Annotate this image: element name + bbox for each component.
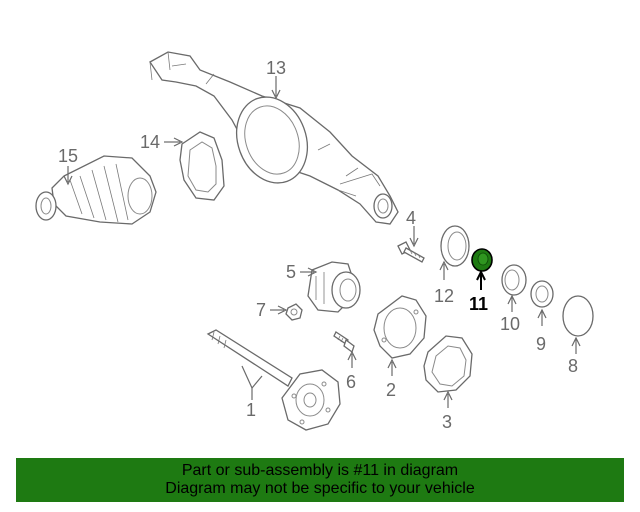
callout-14: 14 [140, 132, 184, 152]
callout-1-label: 1 [246, 400, 256, 420]
callout-15-label: 15 [58, 146, 78, 166]
callout-11: 11 [469, 269, 488, 314]
callout-2: 2 [386, 358, 397, 400]
callout-7-label: 7 [256, 300, 266, 320]
part-5-retainer[interactable] [307, 261, 361, 313]
part-15-differential-carrier[interactable] [35, 155, 157, 225]
callout-4: 4 [406, 208, 419, 248]
callout-10-label: 10 [500, 314, 520, 334]
callout-12-label: 12 [434, 286, 454, 306]
part-13-axle-housing[interactable] [149, 51, 399, 225]
callout-3: 3 [442, 390, 453, 432]
banner-line-1: Part or sub-assembly is #11 in diagram [181, 462, 459, 479]
callout-9: 9 [536, 308, 547, 354]
part-14-gasket[interactable] [179, 131, 225, 201]
callout-15: 15 [58, 146, 78, 186]
callout-2-label: 2 [386, 380, 396, 400]
part-7-nut[interactable] [285, 303, 303, 321]
part-11-highlighted[interactable] [471, 248, 493, 272]
part-10-bearing[interactable] [501, 264, 527, 296]
callout-13: 13 [266, 58, 286, 100]
banner-line-2: Diagram may not be specific to your vehi… [165, 480, 475, 497]
callout-1: 1 [241, 365, 263, 420]
callout-5-label: 5 [286, 262, 296, 282]
callout-8: 8 [568, 336, 581, 376]
callout-14-label: 14 [140, 132, 160, 152]
callout-11-label: 11 [469, 294, 488, 314]
callout-5: 5 [286, 262, 318, 282]
callout-9-label: 9 [536, 334, 546, 354]
part-12-oil-seal[interactable] [440, 225, 470, 267]
callout-6-label: 6 [346, 372, 356, 392]
callout-7: 7 [256, 300, 288, 320]
callout-8-label: 8 [568, 356, 578, 376]
part-3-gasket[interactable] [423, 335, 473, 393]
callout-4-label: 4 [406, 208, 416, 228]
part-2-backing-plate[interactable] [373, 295, 427, 359]
info-banner: Part or sub-assembly is #11 in diagram D… [16, 458, 624, 502]
callout-10: 10 [500, 294, 520, 334]
callout-12: 12 [434, 260, 454, 306]
part-8-o-ring[interactable] [562, 295, 594, 337]
callout-13-label: 13 [266, 58, 286, 78]
part-6-bolt[interactable] [333, 331, 355, 354]
part-9-bearing-race[interactable] [530, 280, 554, 308]
parts-diagram: 13 14 15 4 12 [35, 51, 594, 432]
callout-6: 6 [346, 350, 357, 392]
part-4-bolt[interactable] [397, 241, 425, 263]
callout-3-label: 3 [442, 412, 452, 432]
part-1-axle-shaft[interactable] [206, 329, 341, 431]
